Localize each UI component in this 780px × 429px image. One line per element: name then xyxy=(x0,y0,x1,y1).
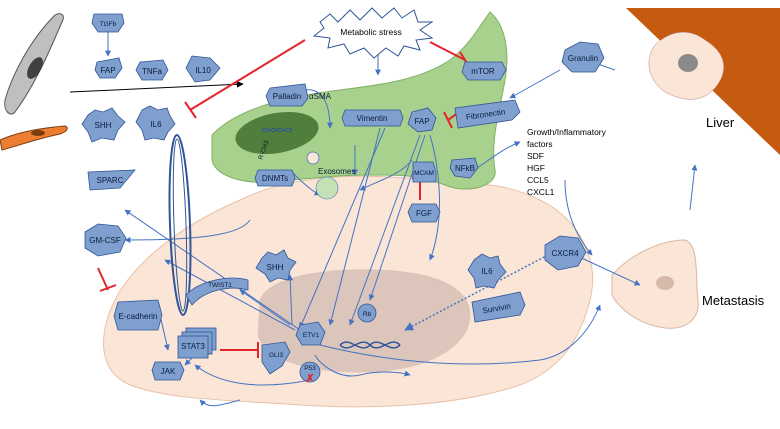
node-survivin: Survivin xyxy=(471,291,526,323)
sparc-label: SPARC xyxy=(97,176,124,185)
shh-mid-label: SHH xyxy=(267,263,284,272)
activation-arrow xyxy=(69,80,244,93)
node-granulin: Granulin xyxy=(561,41,605,73)
node-nfkb: NFkB xyxy=(449,157,479,179)
node-etv1: ETV1 xyxy=(295,321,326,346)
node-e-cadherin: E-cadherin xyxy=(113,299,163,331)
autocrine-loop xyxy=(168,134,192,316)
caf-dna xyxy=(261,127,293,133)
tnfa-label: TNFa xyxy=(142,67,163,76)
node-jak: JAK xyxy=(151,361,185,381)
shh-top-label: SHH xyxy=(95,121,112,130)
node-il6-mid: IL6 xyxy=(467,253,507,289)
hepatocyte-nucleus xyxy=(678,54,698,72)
nfkb-label: NFkB xyxy=(455,164,475,173)
il6-mid-label: IL6 xyxy=(481,267,493,276)
growth-factors-heading-2: factors xyxy=(527,139,553,149)
dna-strand xyxy=(339,341,401,349)
node-fap-mid: FAP xyxy=(407,107,437,133)
node-mcam: MCAM xyxy=(412,161,437,183)
tgfb-label: TGFb xyxy=(100,21,117,28)
node-tgfb: TGFb xyxy=(91,13,125,33)
cxcr4-dotted-arrow xyxy=(404,254,549,331)
growth-factors-heading-1: Growth/Inflammatory xyxy=(527,127,607,137)
node-stat3: STAT3 xyxy=(177,327,217,359)
asma-label: αSMA xyxy=(309,92,332,101)
growth-factor-item: CXCL1 xyxy=(527,187,555,197)
exosomes-label: Exosomes xyxy=(318,167,355,176)
vimentin-label: Vimentin xyxy=(357,114,388,123)
caf-nucleus xyxy=(235,111,319,155)
growth-factor-item: HGF xyxy=(527,163,545,173)
gli3-label: GLI3 xyxy=(269,352,283,359)
liver-label: Liver xyxy=(706,115,735,130)
palladin-label: Palladin xyxy=(273,92,301,101)
node-rb: Rb xyxy=(357,303,377,323)
node-tnfa: TNFa xyxy=(135,59,169,81)
node-il10: IL10 xyxy=(185,55,221,83)
rb-label: Rb xyxy=(363,311,372,318)
node-cxcr4: CXCR4 xyxy=(544,235,587,271)
node-fibronectin: Fibronectin xyxy=(454,99,521,129)
mcam-label: MCAM xyxy=(414,170,434,177)
fgf-label: FGF xyxy=(416,209,432,218)
granulin-label: Granulin xyxy=(568,54,598,63)
metabolic-stress-burst xyxy=(312,7,434,59)
node-fap-top: FAP xyxy=(94,57,123,79)
etv1-label: ETV1 xyxy=(303,332,320,339)
node-gm-csf: GM-CSF xyxy=(84,223,127,257)
growth-factor-item: SDF xyxy=(527,151,544,161)
node-shh-top: SHH xyxy=(81,107,126,143)
fap-mid-label: FAP xyxy=(414,117,429,126)
exosome-large xyxy=(315,176,339,200)
dnmts-label: DNMTs xyxy=(262,174,288,183)
fap-top-label: FAP xyxy=(100,66,115,75)
node-p53: P53 ✗ xyxy=(299,361,321,385)
p53-mutation-mark: ✗ xyxy=(305,373,314,385)
metastatic-cell xyxy=(611,239,699,329)
gm-csf-label: GM-CSF xyxy=(89,236,121,245)
fibroblast-orange-nucleus xyxy=(31,130,45,136)
exosome-small xyxy=(306,151,320,165)
growth-factors-list: Growth/Inflammatory factors SDF HGF CCL5… xyxy=(527,127,607,197)
autocrine-loop-inner xyxy=(172,138,188,312)
metastatic-nucleus xyxy=(656,276,674,290)
il6-top-label: IL6 xyxy=(150,120,162,129)
node-sparc: SPARC xyxy=(87,169,136,191)
fibroblast-orange xyxy=(0,125,68,151)
fibroblast-gray-nucleus xyxy=(27,57,43,79)
node-palladin: Palladin xyxy=(265,83,309,107)
metabolic-stress-label: Metabolic stress xyxy=(340,27,401,37)
node-twist1: TWIST1 xyxy=(185,277,249,306)
jak-label: JAK xyxy=(161,367,176,376)
metastasis-label: Metastasis xyxy=(702,293,765,308)
stat3-label: STAT3 xyxy=(181,342,205,351)
node-vimentin: Vimentin xyxy=(341,109,404,127)
signaling-arrows xyxy=(105,30,698,407)
node-il6-top: IL6 xyxy=(135,105,176,141)
node-dnmts: DNMTs xyxy=(254,169,296,187)
p53-label: P53 xyxy=(304,365,316,372)
mtor-label: mTOR xyxy=(471,67,495,76)
cxcr4-label: CXCR4 xyxy=(551,249,579,258)
growth-factor-item: CCL5 xyxy=(527,175,549,185)
twist1-label: TWIST1 xyxy=(208,282,232,289)
node-mtor: mTOR xyxy=(461,61,507,81)
il10-label: IL10 xyxy=(195,66,211,75)
node-gli3: GLI3 xyxy=(261,341,291,375)
node-fgf: FGF xyxy=(407,203,441,223)
node-shh-mid: SHH xyxy=(255,249,297,283)
e-cadherin-label: E-cadherin xyxy=(119,312,158,321)
